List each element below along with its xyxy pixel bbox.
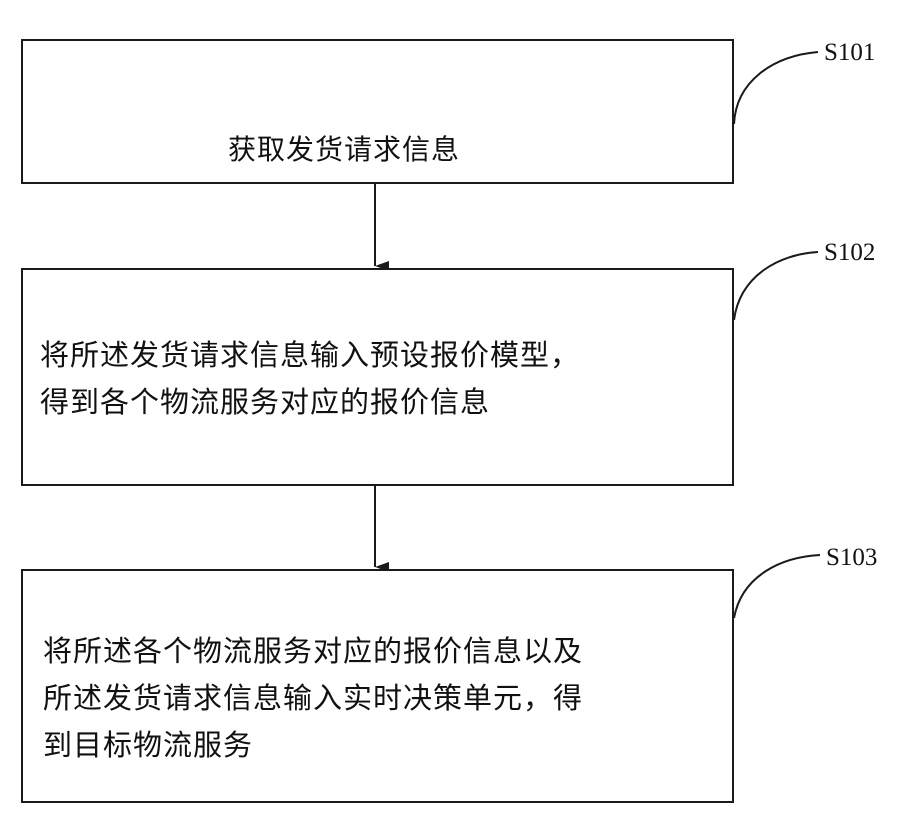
leader-line-s101: [734, 52, 818, 124]
step-box-s102: 将所述发货请求信息输入预设报价模型， 得到各个物流服务对应的报价信息: [21, 268, 734, 486]
step-text-s103-line3: 到目标物流服务: [43, 724, 253, 767]
step-label-s101: S101: [824, 40, 875, 65]
step-text-s102-line1: 将所述发货请求信息输入预设报价模型，: [40, 334, 580, 377]
step-text-s103-line1: 将所述各个物流服务对应的报价信息以及: [43, 630, 583, 673]
step-box-s103: 将所述各个物流服务对应的报价信息以及 所述发货请求信息输入实时决策单元，得 到目…: [21, 569, 734, 803]
step-text-s102-line2: 得到各个物流服务对应的报价信息: [40, 381, 490, 424]
leader-line-s103: [734, 555, 820, 618]
step-text-s103-line2: 所述发货请求信息输入实时决策单元，得: [43, 677, 583, 720]
step-box-s101: 获取发货请求信息: [21, 39, 734, 184]
step-label-s102: S102: [824, 240, 875, 265]
step-label-s103: S103: [826, 545, 877, 570]
step-text-s101-line1: 获取发货请求信息: [228, 128, 460, 171]
leader-line-s102: [734, 252, 818, 320]
